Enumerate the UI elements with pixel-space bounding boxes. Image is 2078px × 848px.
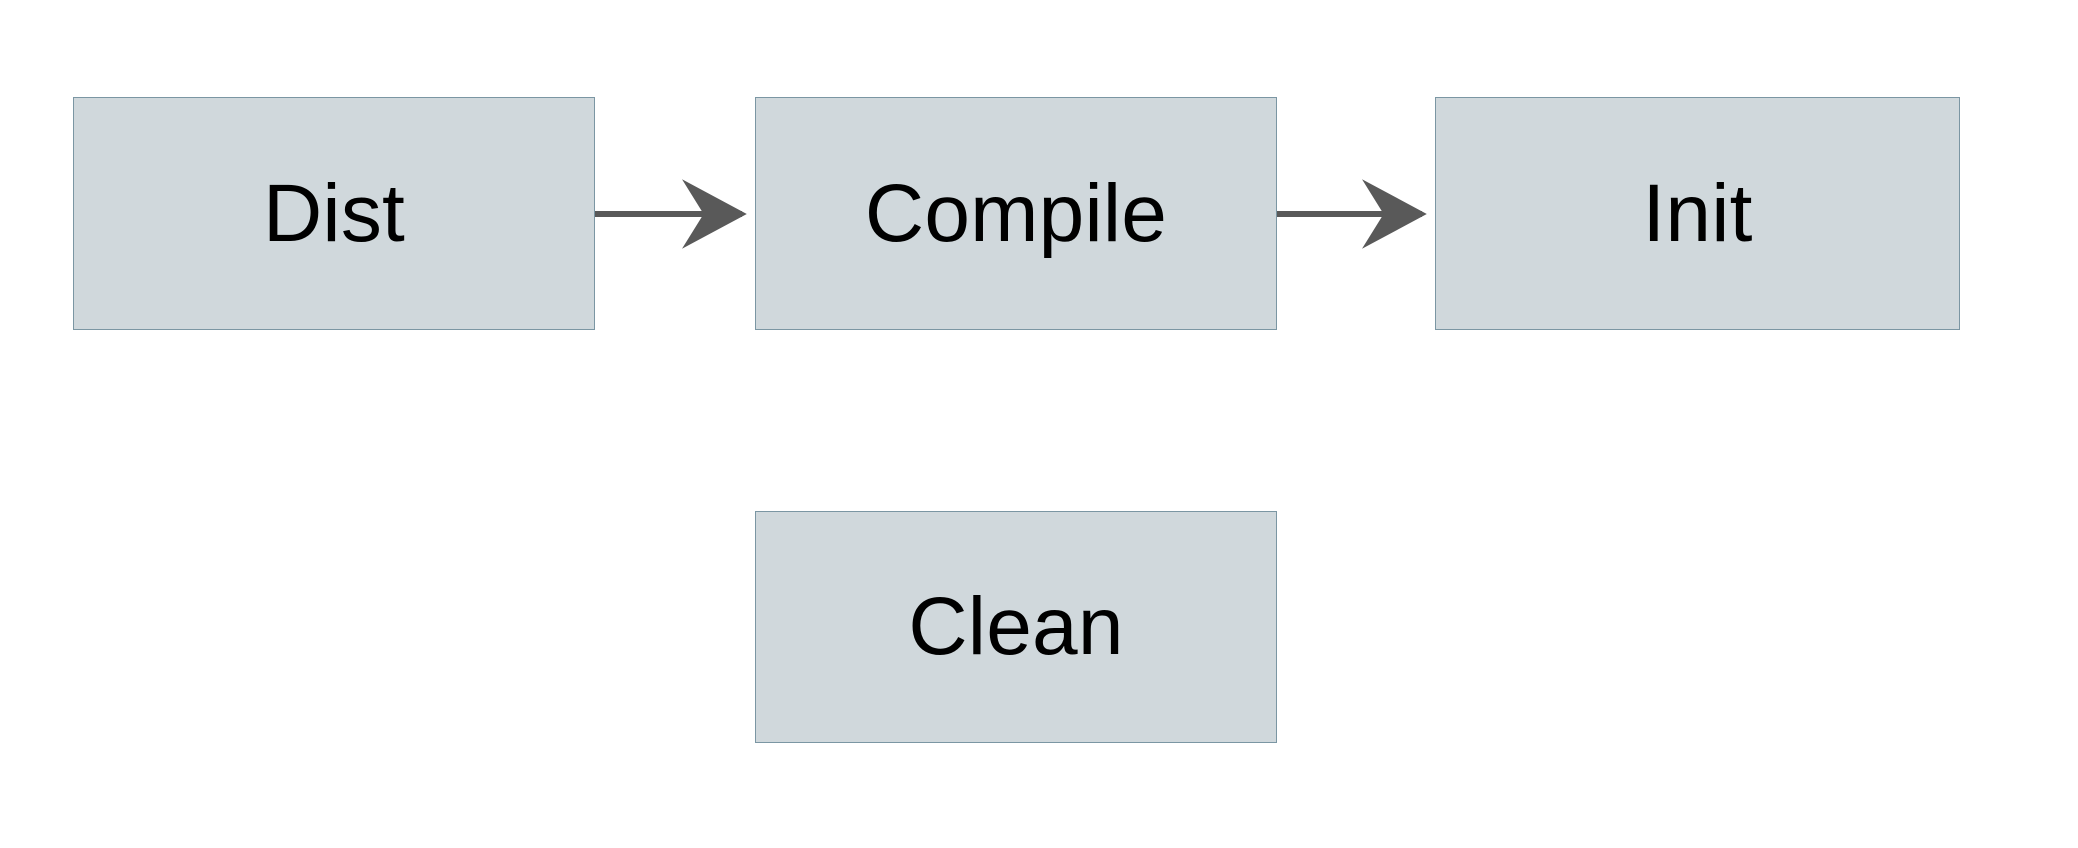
node-init[interactable]: Init bbox=[1435, 97, 1960, 330]
node-dist[interactable]: Dist bbox=[73, 97, 595, 330]
node-clean[interactable]: Clean bbox=[755, 511, 1277, 743]
node-compile[interactable]: Compile bbox=[755, 97, 1277, 330]
node-init-label: Init bbox=[1642, 167, 1753, 259]
node-dist-label: Dist bbox=[262, 167, 406, 259]
node-clean-label: Clean bbox=[908, 581, 1124, 672]
node-compile-label: Compile bbox=[864, 167, 1168, 259]
